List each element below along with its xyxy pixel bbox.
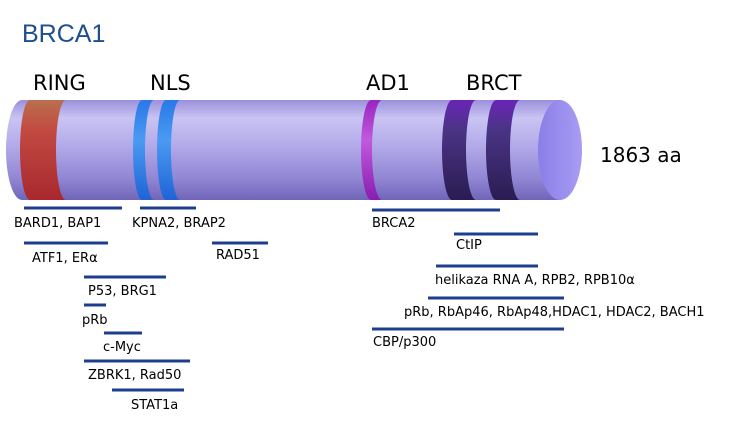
partner-label: ATF1, ERα bbox=[32, 251, 98, 266]
protein-length-label: 1863 aa bbox=[600, 143, 682, 167]
partner-label: P53, BRG1 bbox=[88, 284, 157, 299]
domain-label-ad1: AD1 bbox=[366, 71, 410, 95]
nls-band-2 bbox=[157, 100, 180, 200]
protein-cylinder-cap bbox=[538, 100, 582, 200]
partner-label: BRCA2 bbox=[372, 216, 416, 231]
domain-label-nls: NLS bbox=[150, 71, 191, 95]
partner-label: BARD1, BAP1 bbox=[14, 216, 101, 231]
brct-band-2 bbox=[486, 100, 520, 200]
partner-label: STAT1a bbox=[131, 398, 178, 413]
domain-label-ring: RING bbox=[33, 71, 86, 95]
interaction-partners: BARD1, BAP1 ATF1, ERα P53, BRG1 pRb c-My… bbox=[14, 206, 705, 413]
partner-label: CBP/p300 bbox=[373, 335, 436, 350]
partner-label: helikaza RNA A, RPB2, RPB10α bbox=[435, 273, 635, 288]
partner-label: KPNA2, BRAP2 bbox=[132, 216, 226, 231]
ad1-domain-band bbox=[361, 100, 382, 200]
partner-label: RAD51 bbox=[216, 248, 260, 263]
partner-label: c-Myc bbox=[103, 340, 141, 355]
partner-label: CtIP bbox=[456, 238, 482, 253]
partner-label: ZBRK1, Rad50 bbox=[88, 368, 181, 383]
domain-label-brct: BRCT bbox=[466, 71, 522, 95]
brct-band-1 bbox=[442, 100, 476, 200]
nls-band-1 bbox=[133, 100, 154, 200]
partner-label: pRb, RbAp46, RbAp48,HDAC1, HDAC2, BACH1 bbox=[404, 305, 705, 320]
diagram-title: BRCA1 bbox=[22, 20, 105, 48]
ring-domain-band bbox=[20, 100, 66, 200]
partner-label: pRb bbox=[82, 313, 108, 328]
protein-cylinder-body bbox=[6, 100, 560, 200]
